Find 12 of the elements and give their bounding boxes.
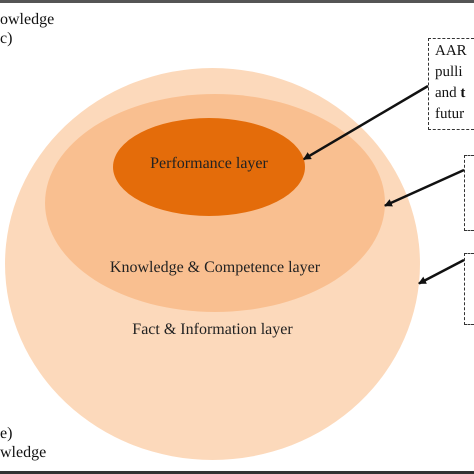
layer-label: Performance layer (150, 154, 268, 174)
arrow (418, 258, 465, 285)
cut-off-label: owledge c) (0, 10, 56, 48)
dashed-note-box (464, 253, 474, 325)
arrow (302, 84, 429, 160)
arrow (384, 168, 465, 207)
dashed-note-box (464, 155, 474, 231)
dashed-note-box (428, 38, 474, 130)
layer-label: Knowledge & Competence layer (110, 258, 320, 278)
layer-label: Fact & Information layer (132, 320, 293, 340)
cut-off-label: e) wledge (0, 424, 48, 462)
note-text: AAR pulli and t futur (434, 42, 468, 124)
